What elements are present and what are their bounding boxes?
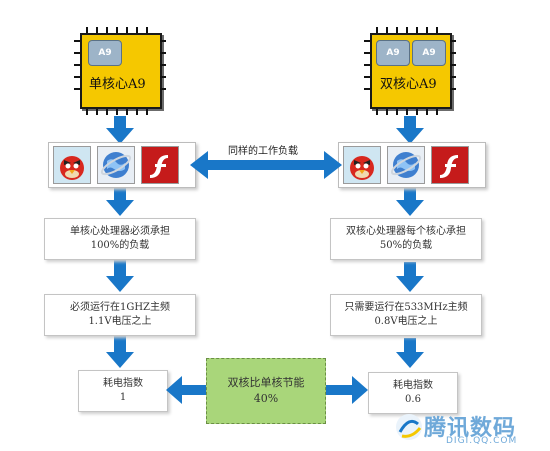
line: 双核心处理器每个核心承担 — [346, 226, 466, 237]
single-core-load-box: 单核心处理器必须承担 100%的负载 — [44, 218, 196, 260]
line: 必须运行在1GHZ主频 — [69, 302, 171, 313]
line: 1 — [119, 392, 127, 403]
line: 0.8V电压之上 — [374, 316, 438, 327]
single-core-power-box: 耗电指数 1 — [78, 370, 168, 412]
line: 0.6 — [405, 394, 421, 405]
single-core-chip: A9 单核心A9 — [80, 33, 162, 109]
line: 耗电指数 — [103, 378, 143, 389]
core-a9: A9 — [376, 40, 410, 66]
browser-globe-icon — [387, 146, 425, 184]
dual-core-frequency-box: 只需要运行在533MHz主频 0.8V电压之上 — [330, 294, 482, 336]
line: 1.1V电压之上 — [88, 316, 152, 327]
app-strip-left — [48, 142, 196, 188]
line: 单核心处理器必须承担 — [70, 226, 170, 237]
core-a9: A9 — [88, 40, 122, 66]
line: 只需要运行在533MHz主频 — [344, 302, 468, 313]
browser-globe-icon — [97, 146, 135, 184]
flash-icon — [431, 146, 469, 184]
energy-saving-box: 双核比单核节能 40% — [206, 358, 326, 424]
line: 耗电指数 — [393, 380, 433, 391]
line: 100%的负载 — [90, 240, 150, 251]
dual-core-power-box: 耗电指数 0.6 — [368, 372, 458, 414]
dual-core-chip: A9 A9 双核心A9 — [370, 33, 452, 109]
watermark-title: 腾讯数码 — [424, 416, 517, 441]
angry-birds-icon — [53, 146, 91, 184]
chip-label: 双核心A9 — [380, 77, 437, 92]
angry-birds-icon — [343, 146, 381, 184]
single-core-frequency-box: 必须运行在1GHZ主频 1.1V电压之上 — [44, 294, 196, 336]
app-strip-right — [338, 142, 486, 188]
chip-label: 单核心A9 — [89, 77, 146, 92]
same-workload-label: 同样的工作负载 — [228, 146, 298, 157]
line: 40% — [253, 392, 279, 405]
watermark-url: DIGI.QQ.COM — [446, 436, 518, 446]
line: 50%的负载 — [379, 240, 433, 251]
core-a9: A9 — [412, 40, 446, 66]
flash-icon — [141, 146, 179, 184]
dual-core-load-box: 双核心处理器每个核心承担 50%的负载 — [330, 218, 482, 260]
line: 双核比单核节能 — [227, 376, 305, 389]
